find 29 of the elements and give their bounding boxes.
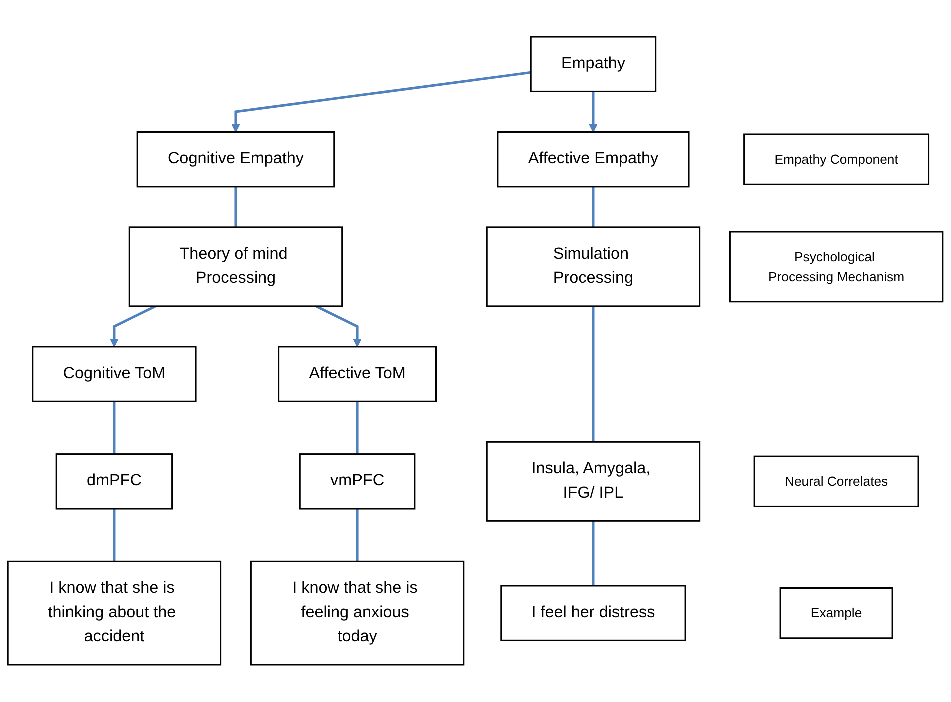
node-box: vmPFC [299,454,416,510]
arrow [232,71,532,133]
node-box: I feel her distress [500,585,686,642]
node-box: Example [780,588,894,640]
connector [592,306,595,442]
node-box: Cognitive ToM [32,346,197,402]
connector [592,186,595,228]
node-box: Neural Correlates [754,456,920,508]
node-box: Cognitive Empathy [136,131,336,188]
connector [592,521,595,586]
connector [234,186,238,228]
connector [113,509,116,562]
node-box: I know that she is thinking about the accident [7,560,222,666]
node-box: I know that she is feeling anxious today [250,560,465,666]
connector [113,402,116,454]
node-box: dmPFC [56,454,174,510]
connector [356,402,359,454]
node-box: Psychological Processing Mechanism [729,231,944,303]
arrow [589,92,598,133]
node-box: Affective ToM [278,346,437,402]
connector [356,509,359,562]
node-box: Insula, Amygala, IFG/ IPL [486,441,701,522]
node-box: Simulation Processing [486,226,701,308]
node-box: Empathy [530,36,657,92]
arrow [110,305,156,348]
node-box: Affective Empathy [497,131,690,188]
node-box: Theory of mind Processing [128,226,344,308]
arrow [316,305,362,348]
node-box: Empathy Component [744,134,930,186]
